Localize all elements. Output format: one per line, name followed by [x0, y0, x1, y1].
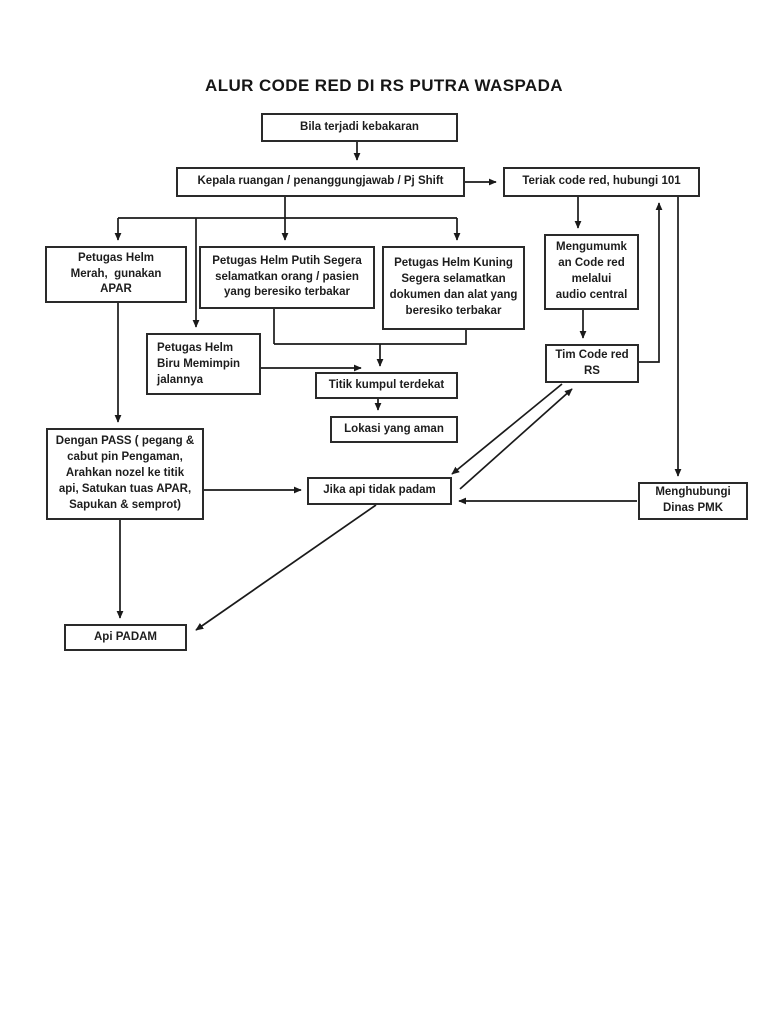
node-petugas-helm-kuning: Petugas Helm Kuning Segera selamatkan do… — [382, 246, 525, 330]
node-api-padam: Api PADAM — [64, 624, 187, 651]
node-menghubungi-dinas-pmk: Menghubungi Dinas PMK — [638, 482, 748, 520]
arrow-tim-to-jika — [451, 383, 563, 475]
arrow-jika-to-api — [195, 504, 377, 631]
node-kepala-ruangan: Kepala ruangan / penanggungjawab / Pj Sh… — [176, 167, 465, 197]
node-dengan-pass: Dengan PASS ( pegang & cabut pin Pengama… — [46, 428, 204, 520]
node-tim-code-red-rs: Tim Code red RS — [545, 344, 639, 383]
node-teriak-code-red: Teriak code red, hubungi 101 — [503, 167, 700, 197]
node-petugas-helm-biru: Petugas Helm Biru Memimpin jalannya . . — [146, 333, 261, 395]
arrow-jika-to-tim — [459, 388, 573, 490]
node-titik-kumpul: Titik kumpul terdekat — [315, 372, 458, 399]
node-bila-terjadi-kebakaran: Bila terjadi kebakaran — [261, 113, 458, 142]
node-mengumumkan-code-red: Mengumumk an Code red melalui audio cent… — [544, 234, 639, 310]
page-title: ALUR CODE RED DI RS PUTRA WASPADA — [205, 76, 563, 95]
arrow-tim-to-teriak — [639, 202, 663, 363]
clipped-text: . . — [157, 389, 171, 393]
node-petugas-helm-merah: Petugas Helm Merah, gunakan APAR — [45, 246, 187, 303]
node-jika-api-tidak-padam: Jika api tidak padam — [307, 477, 452, 505]
line-kuning-drop — [274, 330, 467, 345]
node-lokasi-aman: Lokasi yang aman — [330, 416, 458, 443]
node-petugas-helm-putih: Petugas Helm Putih Segera selamatkan ora… — [199, 246, 375, 309]
